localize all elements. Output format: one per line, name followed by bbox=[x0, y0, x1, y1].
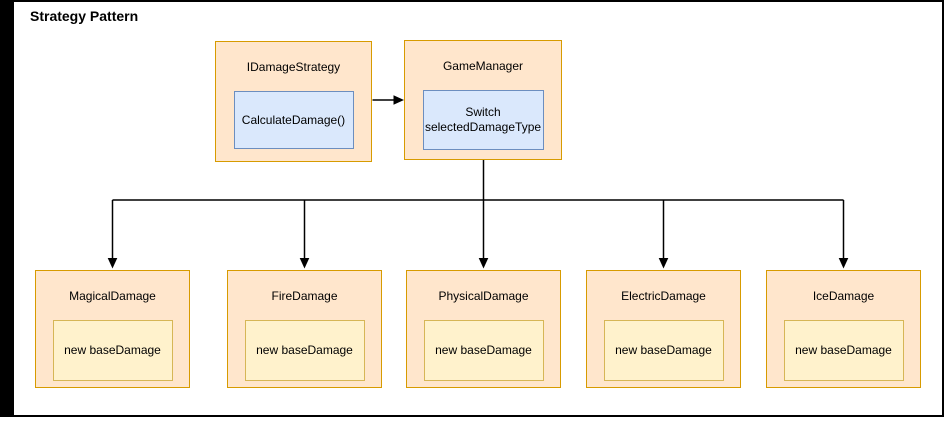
node-title: IceDamage bbox=[812, 288, 875, 303]
node-title: MagicalDamage bbox=[69, 288, 156, 303]
field-label: new baseDamage bbox=[256, 343, 353, 357]
node-icedamage[interactable]: IceDamage new baseDamage bbox=[766, 270, 921, 388]
node-electricdamage[interactable]: ElectricDamage new baseDamage bbox=[586, 270, 741, 388]
field-box[interactable]: new baseDamage bbox=[244, 320, 365, 381]
node-physicaldamage[interactable]: PhysicalDamage new baseDamage bbox=[406, 270, 561, 388]
node-title: ElectricDamage bbox=[621, 288, 706, 303]
field-box[interactable]: new baseDamage bbox=[603, 320, 724, 381]
field-box[interactable]: new baseDamage bbox=[423, 320, 544, 381]
method-label: CalculateDamage() bbox=[241, 112, 346, 127]
arrowheads bbox=[107, 95, 849, 269]
field-box[interactable]: new baseDamage bbox=[52, 320, 173, 381]
method-box[interactable]: CalculateDamage() bbox=[233, 91, 354, 149]
node-gamemanager[interactable]: GameManager Switch selectedDamageType bbox=[404, 40, 562, 160]
field-label: new baseDamage bbox=[64, 343, 161, 357]
node-idamagestrategy[interactable]: IDamageStrategy CalculateDamage() bbox=[215, 41, 372, 162]
node-title: PhysicalDamage bbox=[438, 288, 529, 303]
field-label: new baseDamage bbox=[435, 343, 532, 357]
method-box[interactable]: Switch selectedDamageType bbox=[422, 90, 544, 150]
field-label: new baseDamage bbox=[615, 343, 712, 357]
node-magicaldamage[interactable]: MagicalDamage new baseDamage bbox=[35, 270, 190, 388]
method-label: Switch selectedDamageType bbox=[424, 105, 542, 134]
field-label: new baseDamage bbox=[795, 343, 892, 357]
field-box[interactable]: new baseDamage bbox=[783, 320, 904, 381]
node-title: FireDamage bbox=[271, 288, 338, 303]
node-title: IDamageStrategy bbox=[246, 59, 341, 74]
node-title: GameManager bbox=[442, 58, 524, 73]
node-firedamage[interactable]: FireDamage new baseDamage bbox=[227, 270, 382, 388]
diagram-title: Strategy Pattern bbox=[30, 8, 139, 24]
